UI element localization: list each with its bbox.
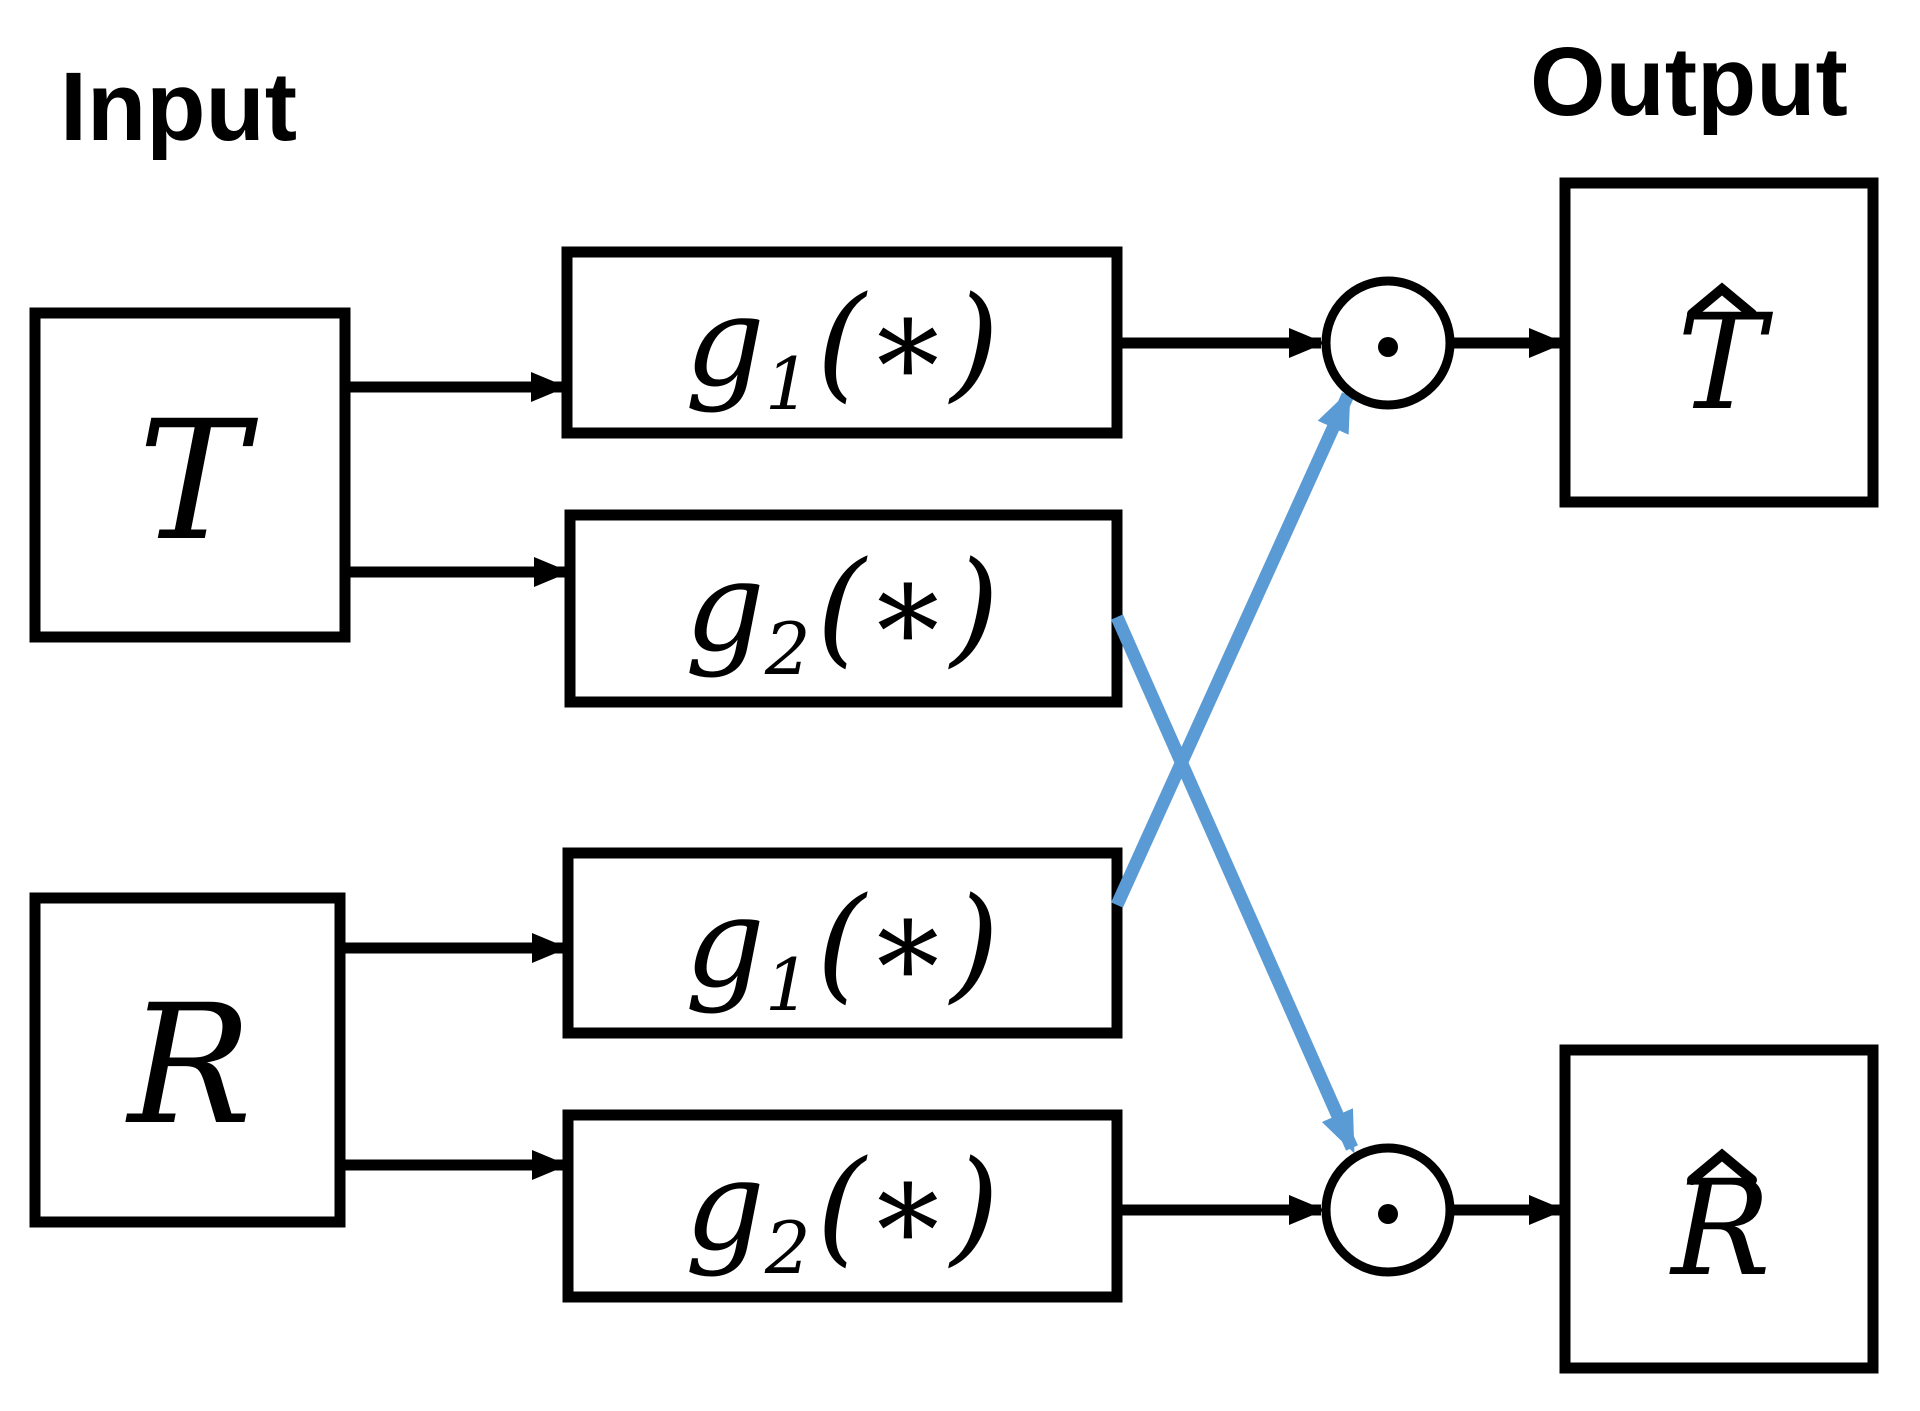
odot-bottom-dot-icon <box>1378 1204 1398 1224</box>
input-box-R: R <box>29 892 346 1228</box>
g1-top-frame <box>561 246 1123 439</box>
g1-top-label: g1(∗) <box>685 270 999 426</box>
function-block-g2-top: g2(∗) <box>564 509 1123 708</box>
elementwise-product-operator-top <box>1321 276 1455 410</box>
input-box-R-label: R <box>125 969 252 1161</box>
elementwise-product-operator-bottom <box>1321 1143 1455 1277</box>
function-block-g2-bottom: g2(∗) <box>562 1109 1123 1303</box>
input-box-T-label: T <box>138 385 259 577</box>
g2-bottom-frame <box>562 1109 1123 1303</box>
output-section-label: Output <box>1530 27 1848 136</box>
g1-bottom-frame <box>562 847 1123 1039</box>
output-box-T-hat: T <box>1559 177 1879 508</box>
input-box-T-frame <box>29 307 351 643</box>
output-box-R-hat-frame <box>1559 1044 1879 1374</box>
function-block-g1-top: g1(∗) <box>561 246 1123 439</box>
output-box-T-hat-frame <box>1559 177 1879 508</box>
output-box-R-hat: R <box>1559 1044 1879 1374</box>
cross-arrow-g1bottom-to-odot-top <box>1111 389 1354 908</box>
hat-accent-icon <box>1687 282 1757 319</box>
g2-bottom-label: g2(∗) <box>685 1134 999 1290</box>
output-box-R-hat-letter: R <box>1669 1152 1770 1306</box>
input-box-T: T <box>29 307 351 643</box>
odot-top-dot-icon <box>1378 337 1398 357</box>
cross-arrow-g2top-to-odot-bottom <box>1111 614 1358 1154</box>
g2-top-frame <box>564 509 1123 708</box>
input-box-R-frame <box>29 892 346 1228</box>
hat-accent-icon <box>1687 1148 1757 1185</box>
g1-bottom-label: g1(∗) <box>685 871 999 1027</box>
g2-top-label: g2(∗) <box>685 535 999 691</box>
function-block-g1-bottom: g1(∗) <box>562 847 1123 1039</box>
input-section-label: Input <box>60 52 297 161</box>
